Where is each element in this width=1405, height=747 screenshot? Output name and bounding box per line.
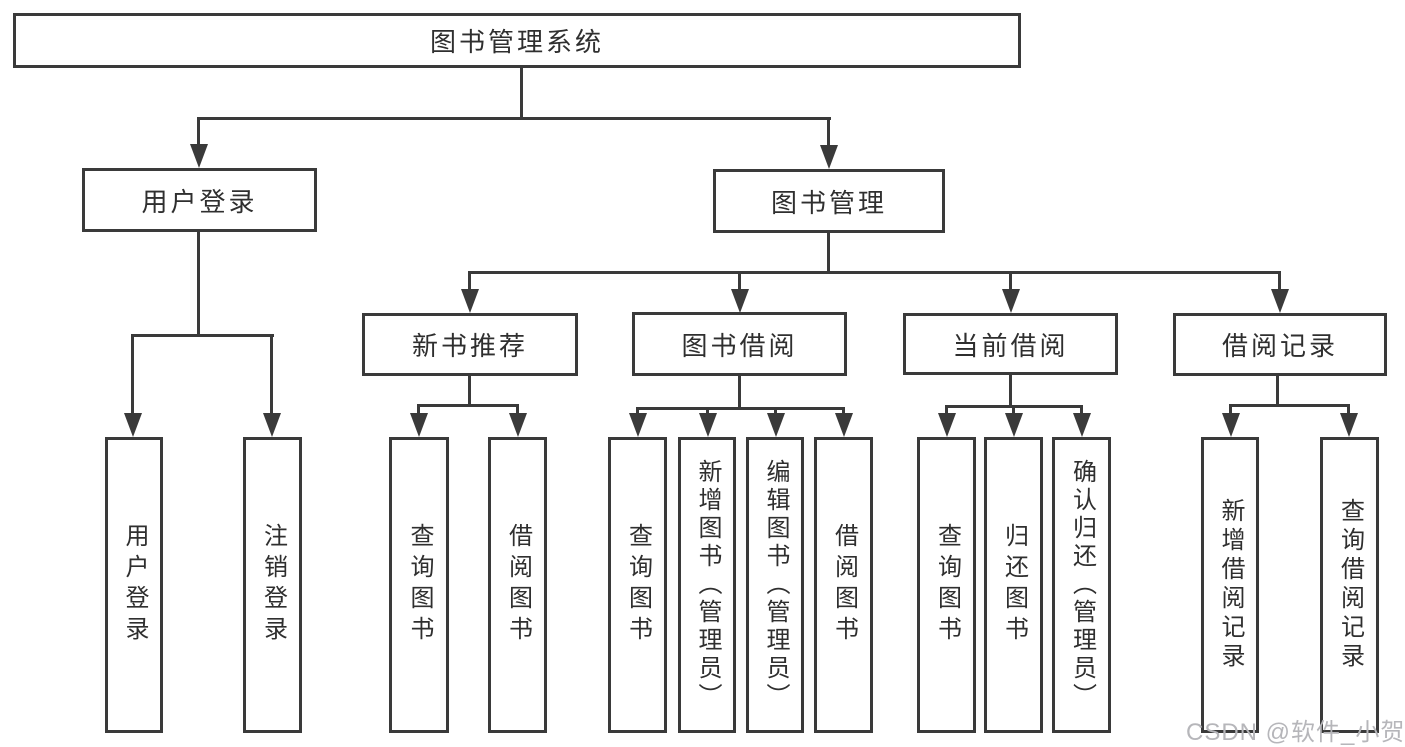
arrowhead-icon	[731, 289, 749, 313]
arrowhead-icon	[1005, 413, 1023, 437]
node-book-borrow: 图书借阅	[632, 312, 847, 376]
node-leaf-add-borrow-record: 新增借阅记录	[1201, 437, 1259, 733]
connector-line	[738, 376, 741, 410]
node-label: 借阅记录	[1221, 331, 1338, 361]
connector-line	[738, 271, 741, 293]
arrowhead-icon	[835, 413, 853, 437]
node-label: 新增借阅记录	[1217, 498, 1244, 672]
node-leaf-return-books: 归还图书	[984, 437, 1043, 733]
node-leaf-borrow-books: 借阅图书	[814, 437, 873, 733]
node-leaf-add-books-admin: 新增图书（管理员）	[678, 437, 736, 733]
connector-line	[417, 404, 420, 416]
connector-line	[468, 271, 1281, 274]
node-label: 新书推荐	[411, 331, 528, 361]
connector-line	[945, 405, 948, 416]
node-leaf-borrow-books: 借阅图书	[488, 437, 547, 733]
node-label: 归还图书	[1000, 523, 1028, 647]
connector-line	[842, 407, 845, 416]
node-label: 当前借阅	[952, 330, 1069, 361]
arrowhead-icon	[190, 144, 208, 168]
node-book-management: 图书管理	[713, 169, 945, 233]
arrowhead-icon	[1222, 413, 1240, 437]
connector-line	[1347, 404, 1350, 416]
node-label: 注销登录	[259, 523, 287, 647]
connector-line	[1229, 404, 1350, 407]
connector-line	[197, 117, 831, 120]
connector-line	[468, 271, 471, 293]
connector-line	[197, 117, 200, 147]
connector-line	[516, 404, 519, 416]
node-leaf-logout: 注销登录	[243, 437, 302, 733]
connector-line	[197, 232, 200, 337]
csdn-watermark: CSDN @软件_小贺同学	[1186, 719, 1405, 746]
node-label: 借阅图书	[504, 523, 532, 647]
connector-line	[1229, 404, 1232, 416]
arrowhead-icon	[629, 413, 647, 437]
connector-line	[520, 67, 523, 120]
connector-line	[1012, 405, 1015, 416]
connector-line	[131, 334, 274, 337]
node-label: 查询图书	[624, 523, 652, 647]
node-leaf-edit-books-admin: 编辑图书（管理员）	[746, 437, 804, 733]
arrowhead-icon	[820, 145, 838, 169]
arrowhead-icon	[699, 413, 717, 437]
connector-line	[706, 407, 709, 416]
node-label: 用户登录	[141, 186, 258, 217]
node-label: 图书借阅	[681, 330, 798, 361]
node-label: 用户登录	[121, 523, 148, 647]
node-label: 确认归还（管理员）	[1068, 459, 1096, 711]
arrowhead-icon	[461, 289, 479, 313]
node-user-login: 用户登录	[82, 168, 317, 232]
node-label: 借阅图书	[830, 523, 858, 647]
connector-line	[1278, 271, 1281, 293]
connector-line	[417, 404, 519, 407]
connector-line	[1080, 405, 1083, 416]
node-label: 编辑图书（管理员）	[762, 459, 789, 711]
node-current-borrow: 当前借阅	[903, 313, 1118, 375]
node-leaf-query-borrow-record: 查询借阅记录	[1320, 437, 1379, 733]
connector-line	[1009, 271, 1012, 293]
connector-line	[468, 376, 471, 407]
connector-line	[1009, 375, 1012, 408]
node-label: 查询图书	[933, 523, 961, 647]
node-leaf-query-books: 查询图书	[917, 437, 976, 733]
node-system-root: 图书管理系统	[13, 13, 1021, 68]
node-new-book-recommend: 新书推荐	[362, 313, 578, 376]
connector-line	[827, 233, 830, 274]
connector-line	[1276, 376, 1279, 407]
node-leaf-query-books: 查询图书	[389, 437, 449, 733]
connector-line	[774, 407, 777, 416]
node-label: 查询借阅记录	[1336, 498, 1364, 672]
connector-line	[636, 407, 845, 410]
node-label: 图书管理系统	[429, 27, 604, 57]
arrowhead-icon	[1271, 289, 1289, 313]
node-leaf-query-books: 查询图书	[608, 437, 667, 733]
node-label: 图书管理	[770, 187, 887, 218]
arrowhead-icon	[1340, 413, 1358, 437]
node-label: 新增图书（管理员）	[694, 459, 721, 711]
node-leaf-confirm-return-admin: 确认归还（管理员）	[1052, 437, 1111, 733]
arrowhead-icon	[509, 413, 527, 437]
arrowhead-icon	[767, 413, 785, 437]
arrowhead-icon	[410, 413, 428, 437]
node-label: 查询图书	[406, 523, 433, 647]
arrowhead-icon	[124, 413, 142, 437]
connector-line	[636, 407, 639, 416]
arrowhead-icon	[1073, 413, 1091, 437]
node-leaf-user-login: 用户登录	[105, 437, 163, 733]
connector-line	[270, 334, 273, 416]
arrowhead-icon	[938, 413, 956, 437]
connector-line	[827, 117, 830, 147]
arrowhead-icon	[263, 413, 281, 437]
connector-line	[131, 334, 134, 416]
arrowhead-icon	[1002, 289, 1020, 313]
node-borrow-records: 借阅记录	[1173, 313, 1387, 376]
